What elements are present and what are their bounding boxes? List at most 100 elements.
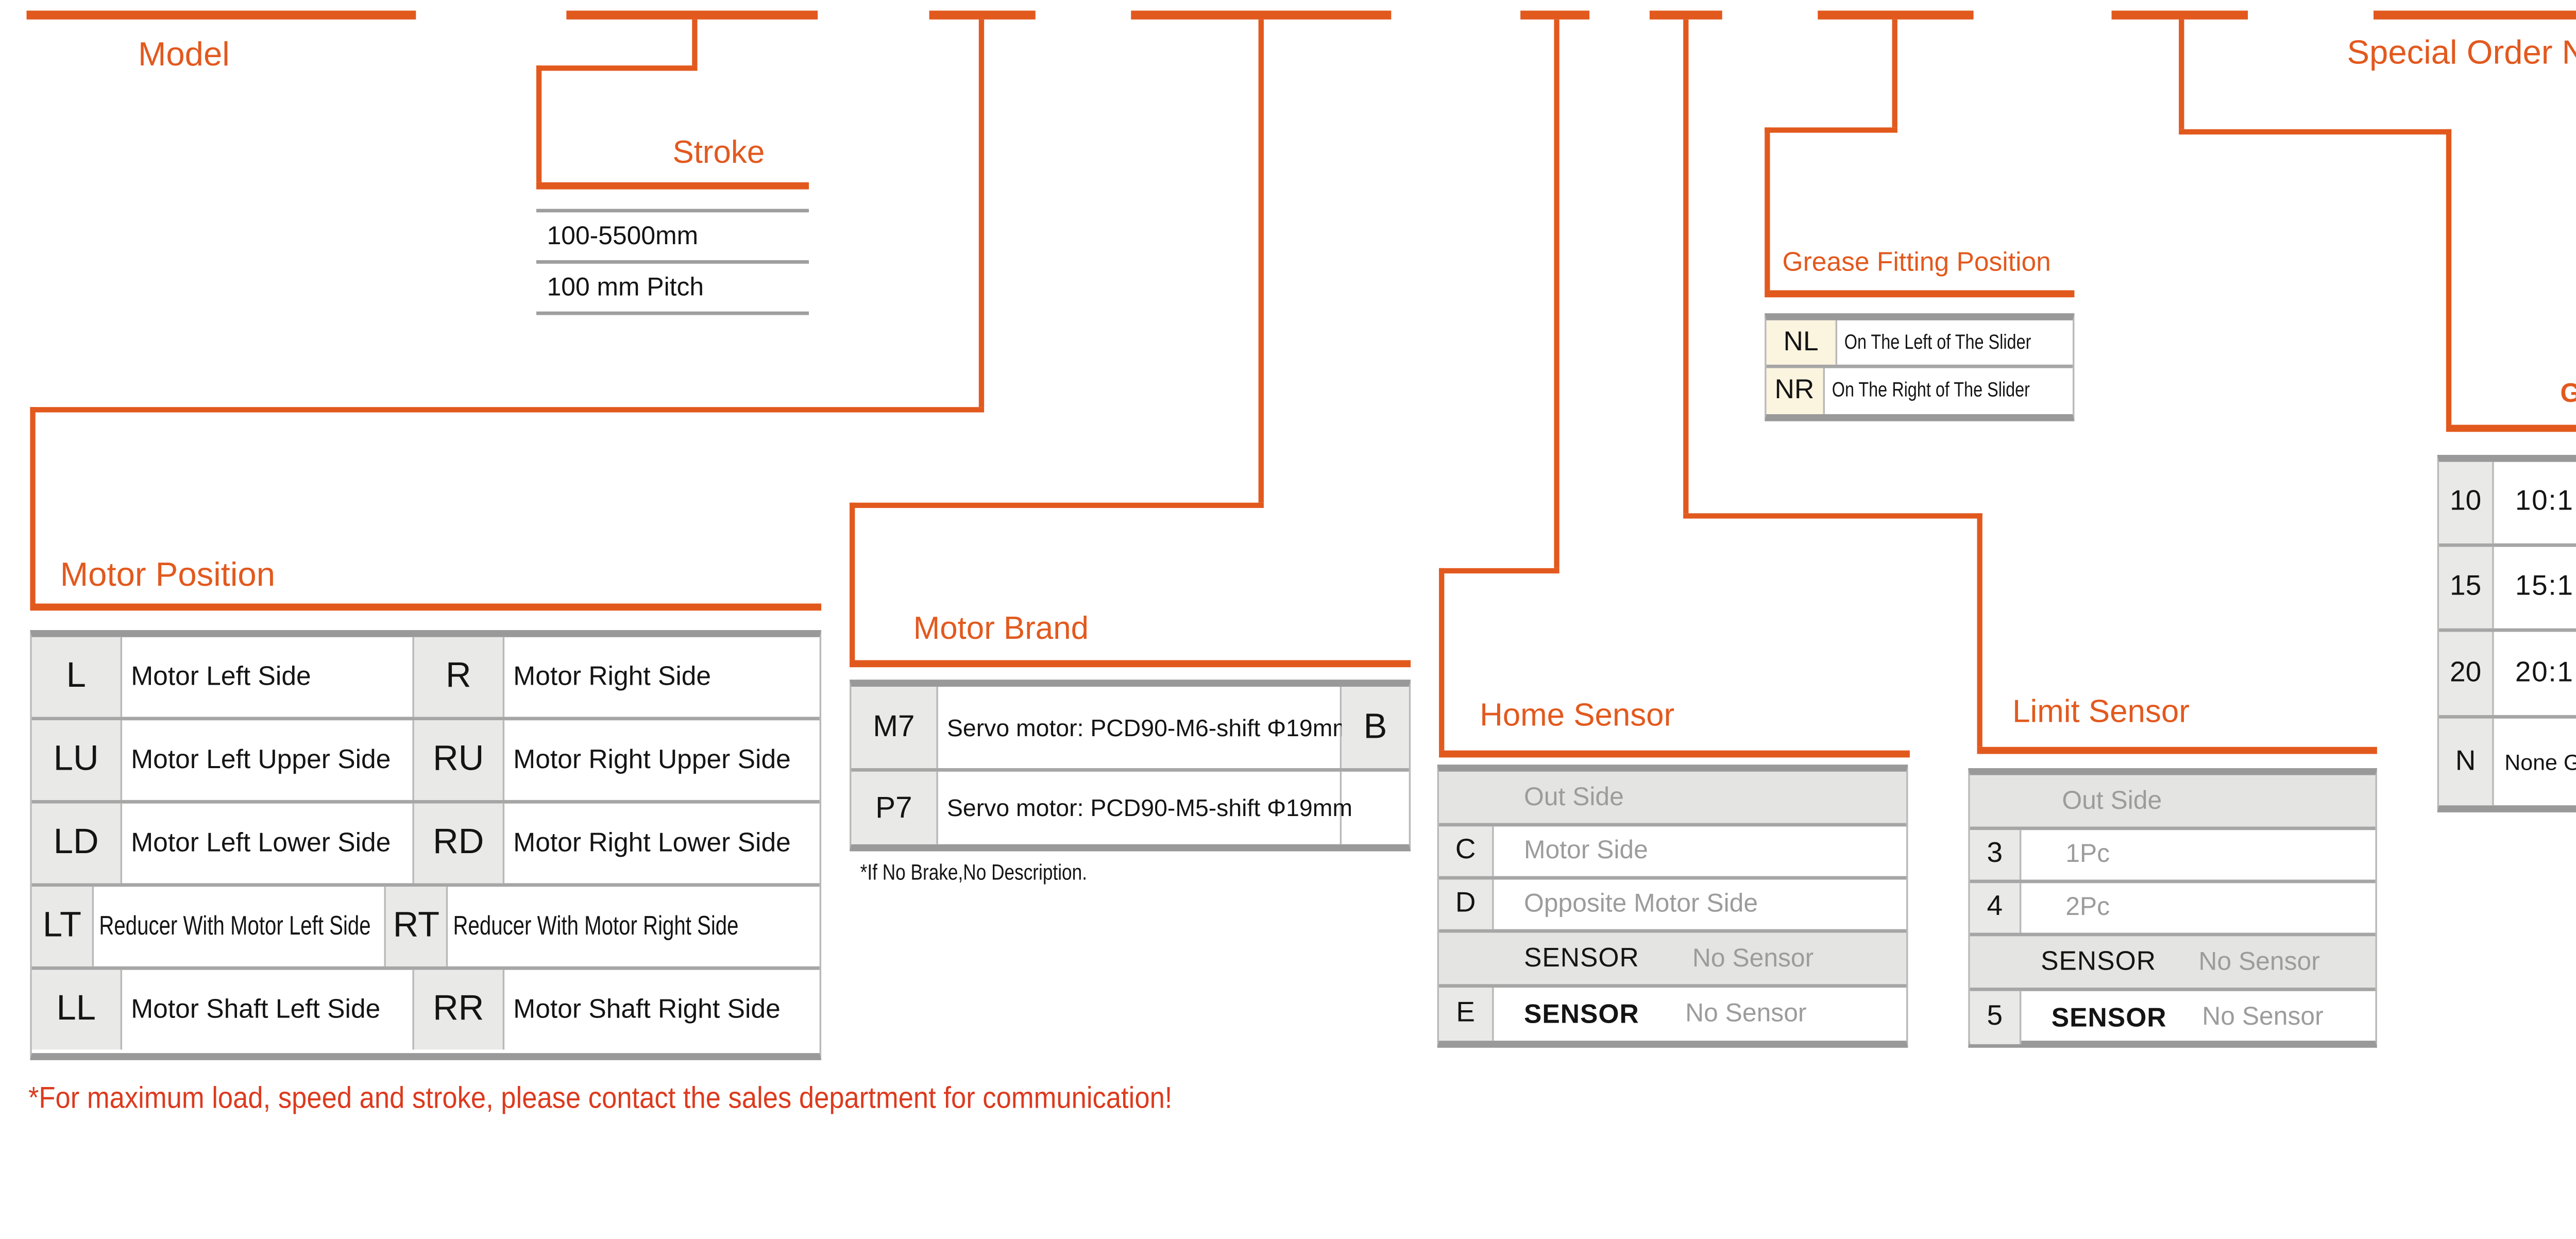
connector-home-sensor xyxy=(1439,568,1560,574)
code-cell: RD xyxy=(414,803,505,884)
connector-motor-brand xyxy=(1258,19,1264,503)
desc-cell: 2Pc xyxy=(2065,893,2110,922)
code-cell: 10 xyxy=(2439,462,2494,544)
brake-cell: B xyxy=(1342,686,1409,769)
code-cell: NR xyxy=(1766,368,1824,414)
code-cell: 3 xyxy=(1970,830,2022,880)
desc-cell: Reducer With Motor Left Side xyxy=(94,887,386,966)
desc-cell: Motor Shaft Left Side xyxy=(122,970,414,1050)
code-segment-model xyxy=(26,10,416,20)
desc-cell: Motor Right Upper Side xyxy=(513,745,791,775)
table-row: 3 1Pc xyxy=(1970,830,2376,884)
table-row: N None Gearbox Type xyxy=(2439,718,2576,806)
table-row: Out Side xyxy=(1439,771,1907,827)
code-cell: 4 xyxy=(1970,883,2022,933)
code-segment-home-sensor xyxy=(1520,10,1590,20)
table-row: NL On The Left of The Slider xyxy=(1766,320,2073,368)
code-cell: C xyxy=(1439,826,1494,876)
limit-sensor-table: Out Side 3 1Pc 4 2Pc SENSOR No Sensor 5 … xyxy=(1968,768,2377,1048)
grease-fitting-table: NL On The Left of The Slider NR On The R… xyxy=(1765,313,2075,421)
connector-motor-brand xyxy=(850,502,855,660)
connector-limit-sensor xyxy=(1683,513,1982,519)
code-segment-special-order xyxy=(2374,10,2576,20)
code-cell: LT xyxy=(31,887,94,966)
desc-cell: Reducer With Motor Right Side xyxy=(448,887,820,966)
code-cell: R xyxy=(414,637,505,717)
desc-cell: 20:1 xyxy=(2515,657,2574,688)
connector-gearbox-ratio xyxy=(2446,129,2452,425)
stroke-pitch: 100 mm Pitch xyxy=(536,264,809,315)
sensor-label: SENSOR xyxy=(1523,943,1639,974)
page-footnote: *For maximum load, speed and stroke, ple… xyxy=(28,1081,1299,1117)
desc-cell: 10:1 xyxy=(2515,486,2574,517)
table-row: 15 15:1 xyxy=(2439,547,2576,632)
sensor-cell: SENSOR No Sensor xyxy=(1970,936,2376,988)
table-row: LD Motor Left Lower Side RD Motor Right … xyxy=(31,803,820,887)
table-row: 20 20:1 xyxy=(2439,632,2576,719)
sensor-label: SENSOR xyxy=(2051,1003,2167,1033)
table-row: L Motor Left Side R Motor Right Side xyxy=(31,637,820,721)
code-cell: LL xyxy=(31,970,123,1050)
gearbox-ratio-table: 10 10:1 15 15:1 20 20:1 N None Gearbox T… xyxy=(2437,454,2576,812)
heading-motor-brand: Motor Brand xyxy=(913,610,1089,646)
code-segment-stroke xyxy=(566,10,818,20)
connector-gearbox-ratio xyxy=(2179,129,2452,135)
connector-grease-fitting xyxy=(1765,127,1897,133)
table-row: NR On The Right of The Slider xyxy=(1766,368,2073,414)
code-cell: 15 xyxy=(2439,547,2494,629)
table-row: SENSOR No Sensor xyxy=(1439,932,1907,988)
underline-motor-position xyxy=(30,603,822,611)
table-row: D Opposite Motor Side xyxy=(1439,879,1907,933)
heading-model: Model xyxy=(138,37,230,75)
no-sensor-label: No Sensor xyxy=(1685,1000,1807,1029)
connector-gearbox-ratio xyxy=(2179,19,2184,129)
code-segment-gearbox-ratio xyxy=(2111,10,2248,20)
connector-stroke xyxy=(536,65,542,182)
code-cell: LD xyxy=(31,803,123,884)
desc-cell: 15:1 xyxy=(2515,571,2574,602)
heading-stroke: Stroke xyxy=(672,134,765,170)
connector-motor-brand xyxy=(850,502,1264,508)
connector-home-sensor xyxy=(1554,19,1560,568)
table-row: 5 SENSOR No Sensor xyxy=(1970,991,2376,1044)
underline-grease-fitting xyxy=(1765,290,2075,298)
heading-special-order: Special Order No. xyxy=(2347,35,2576,73)
table-row: Out Side xyxy=(1970,775,2376,830)
code-cell: L xyxy=(31,637,123,717)
motor-brand-table: M7 Servo motor: PCD90-M6-shift Φ19mm B P… xyxy=(850,680,1411,852)
heading-motor-position: Motor Position xyxy=(60,557,276,595)
code-cell: RU xyxy=(414,720,505,800)
code-segment-motor-brand xyxy=(1131,10,1392,20)
code-cell: E xyxy=(1439,988,1494,1041)
no-sensor-label: No Sensor xyxy=(2198,947,2320,976)
desc-text: Reducer With Motor Right Side xyxy=(453,911,739,942)
code-segment-motor-position xyxy=(929,10,1036,20)
motor-brand-footnote-text: *If No Brake,No Description. xyxy=(860,860,1088,885)
desc-cell: Motor Left Side xyxy=(122,637,414,717)
sensor-label: SENSOR xyxy=(2041,946,2156,977)
sensor-cell: SENSOR No Sensor xyxy=(1494,988,1906,1041)
connector-stroke xyxy=(536,65,698,71)
heading-home-sensor: Home Sensor xyxy=(1480,697,1675,733)
desc-text: On The Right of The Slider xyxy=(1831,380,2029,402)
connector-grease-fitting xyxy=(1765,127,1770,291)
underline-home-sensor xyxy=(1439,750,1910,758)
underline-stroke xyxy=(536,182,809,190)
desc-cell: 1Pc xyxy=(2065,840,2110,869)
table-row: 10 10:1 xyxy=(2439,462,2576,547)
code-cell: LU xyxy=(31,720,123,800)
sensor-cell: SENSOR No Sensor xyxy=(1439,932,1907,985)
underline-motor-brand xyxy=(850,660,1411,668)
desc-cell: Motor Right Side xyxy=(513,661,711,692)
code-cell: 5 xyxy=(1970,991,2022,1044)
home-sensor-table: Out Side C Motor Side D Opposite Motor S… xyxy=(1437,765,1908,1048)
stroke-range: 100-5500mm xyxy=(536,212,809,264)
code-cell: D xyxy=(1439,879,1494,929)
code-segment-limit-sensor xyxy=(1649,10,1722,20)
heading-limit-sensor: Limit Sensor xyxy=(2012,693,2190,729)
desc-cell: Motor Left Upper Side xyxy=(122,720,414,800)
desc-cell: Motor Side xyxy=(1523,837,1648,865)
desc-cell: Motor Right Lower Side xyxy=(513,828,791,859)
table-row: M7 Servo motor: PCD90-M6-shift Φ19mm B xyxy=(851,686,1409,772)
desc-cell: Motor Left Lower Side xyxy=(122,803,414,884)
